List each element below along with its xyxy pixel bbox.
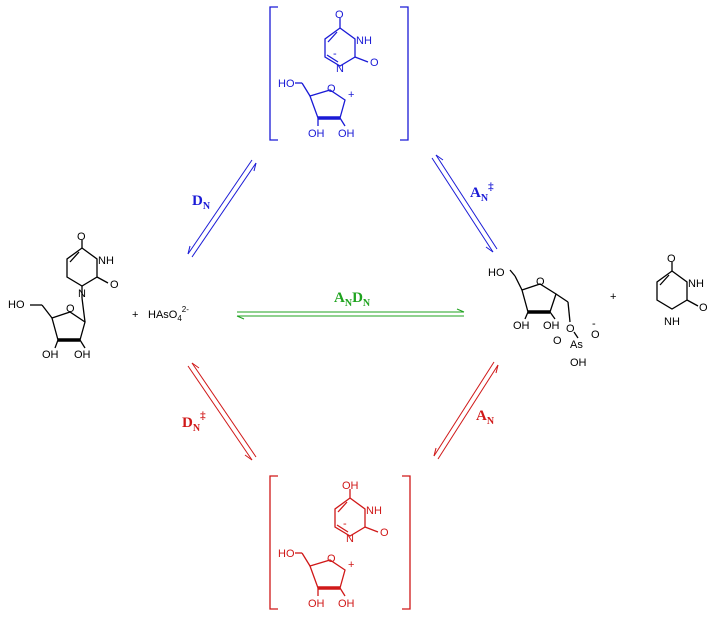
product-OH-left: OH	[513, 320, 530, 332]
top-int-O-right: O	[370, 57, 379, 69]
product-uracil-O-right: O	[699, 302, 708, 314]
product-link-O: O	[566, 323, 575, 335]
product-plus: +	[610, 291, 616, 303]
equilibrium-arrows	[187, 154, 499, 461]
reactant-O-top: O	[77, 231, 86, 243]
bot-int-OH-left: OH	[308, 598, 325, 610]
bracket-right	[400, 6, 409, 141]
bracket-left	[269, 475, 278, 610]
uracil-ring	[334, 497, 366, 537]
arrow-middle	[236, 308, 465, 320]
label-middle: ANDN	[334, 290, 371, 309]
arsenate: HAsO42-	[148, 305, 189, 323]
bot-int-NH: NH	[366, 505, 382, 517]
ribose-arsenate-product	[509, 262, 699, 339]
bot-int-plus: +	[348, 559, 354, 571]
bot-int-OH-top: OH	[342, 480, 359, 492]
reactant-N: N	[78, 288, 86, 300]
arrow-top-right	[431, 154, 498, 253]
label-bottom-left: DN‡	[182, 410, 206, 434]
product-As-OH: OH	[570, 357, 587, 369]
top-int-plus: +	[348, 89, 354, 101]
product-OH-right: OH	[543, 320, 560, 332]
bot-int-O-right: O	[380, 527, 389, 539]
top-intermediate	[269, 6, 409, 141]
reactant-O-right: O	[110, 279, 119, 291]
bot-int-N: N	[346, 533, 354, 545]
arrow-bottom-right	[433, 361, 499, 460]
bracket-left	[269, 6, 278, 141]
arrow-top-left	[187, 159, 257, 258]
uracil-ring	[656, 270, 688, 310]
bot-int-minus: -	[343, 518, 347, 530]
label-bottom-right: AN	[476, 408, 495, 427]
top-int-OH-right: OH	[338, 128, 355, 140]
bot-int-OH-right: OH	[338, 598, 355, 610]
reactant-OH-left: OH	[42, 349, 59, 361]
uracil-ring	[66, 247, 98, 287]
reactant-plus: +	[132, 309, 138, 321]
sugar-ring	[309, 89, 346, 119]
label-top-left: DN	[192, 193, 211, 212]
reactant-O-ring: O	[66, 303, 75, 315]
reactant-NH: NH	[98, 255, 114, 267]
product-As-O-right: O	[591, 329, 600, 341]
reactant-OH-right: OH	[74, 349, 91, 361]
product-O-ring: O	[536, 276, 545, 288]
label-top-right: AN‡	[470, 181, 494, 204]
top-int-NH: NH	[356, 35, 372, 47]
bot-int-O-ring: O	[327, 553, 336, 565]
reactant-HO: HO	[8, 299, 25, 311]
product-HO: HO	[488, 267, 505, 279]
top-int-N: N	[336, 63, 344, 75]
top-int-O-top: O	[335, 9, 344, 21]
top-int-O-ring: O	[327, 83, 336, 95]
arrow-bottom-left	[187, 362, 257, 461]
uridine-reactant	[30, 240, 109, 349]
product-uracil-NH: NH	[688, 278, 704, 290]
product-uracil-NH-bottom: NH	[664, 316, 680, 328]
sugar-ring	[51, 311, 86, 341]
product-As-minus: -	[592, 318, 596, 330]
product-As-O-left: O	[553, 335, 562, 347]
top-int-minus: -	[333, 48, 337, 60]
bottom-intermediate	[269, 475, 411, 610]
sugar-ring	[521, 283, 557, 313]
top-int-HO: HO	[278, 78, 295, 90]
top-int-OH-left: OH	[308, 128, 325, 140]
product-uracil-O-top: O	[667, 253, 676, 265]
uracil-ring	[324, 27, 356, 67]
product-As: As	[570, 339, 583, 351]
bot-int-HO: HO	[278, 548, 295, 560]
sugar-ring	[309, 559, 346, 589]
bracket-right	[402, 475, 411, 610]
